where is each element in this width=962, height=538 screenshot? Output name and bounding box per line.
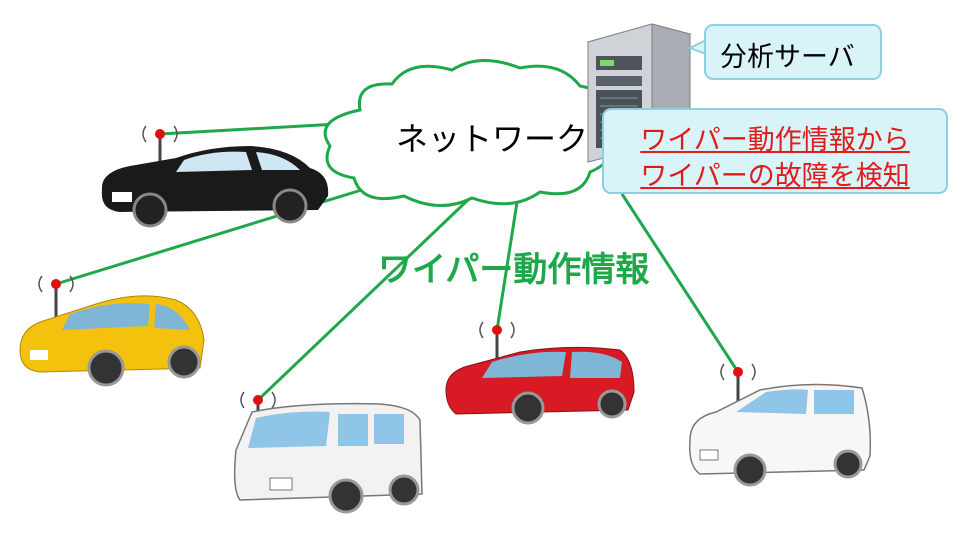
network-label: ネットワーク [396,120,589,158]
link-white-wagon [620,193,740,373]
analysis-line-2: ワイパーの故障を検知 [640,161,910,192]
link-white-van [256,196,472,402]
antenna-signal-icon [51,279,61,289]
wiper-info-label: ワイパー動作情報 [378,250,650,290]
red-minivan [445,321,635,425]
analysis-callout: ワイパー動作情報から ワイパーの故障を検知 [602,108,948,194]
antenna-signal-icon [155,129,165,139]
black-sedan [101,125,329,228]
white-van [233,391,423,514]
white-wagon [688,363,872,487]
antenna-signal-icon [253,395,263,405]
link-black-sedan [159,122,339,136]
antenna-signal-icon [492,325,502,335]
analysis-line-1: ワイパー動作情報から [640,125,910,156]
yellow-hatchback [19,275,205,387]
antenna-signal-icon [733,367,743,377]
network-cloud [323,58,613,208]
server-callout: 分析サーバ [704,24,882,80]
link-red-minivan [495,195,520,331]
server-label: 分析サーバ [720,42,855,73]
